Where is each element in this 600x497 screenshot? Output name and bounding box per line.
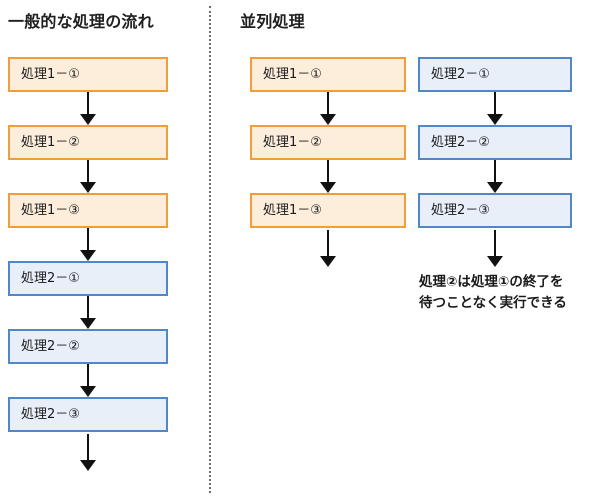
- process-node-label: 処理1－③: [263, 203, 322, 218]
- flow-arrow-terminal: [487, 230, 503, 267]
- right-panel-title: 並列処理: [240, 12, 305, 31]
- process-node-label: 処理1－②: [263, 135, 322, 150]
- flow-arrow-terminal: [320, 230, 336, 267]
- flow-arrow: [80, 296, 96, 329]
- process-node-label: 処理1－③: [21, 203, 80, 218]
- process-node-label: 処理1－②: [21, 135, 80, 150]
- process-node: 処理2－③: [418, 193, 572, 228]
- process-node: 処理1－①: [250, 57, 406, 92]
- process-node: 処理1－②: [250, 125, 406, 160]
- panel-divider: [209, 6, 211, 493]
- process-node-label: 処理2－①: [431, 67, 490, 82]
- process-node: 処理2－①: [418, 57, 572, 92]
- left-panel-title: 一般的な処理の流れ: [8, 12, 154, 31]
- process-node: 処理1－①: [8, 57, 168, 92]
- process-node: 処理2－②: [8, 329, 168, 364]
- flow-arrow: [320, 92, 336, 125]
- process-node-label: 処理1－①: [21, 67, 80, 82]
- parallel-note: 処理②は処理①の終了を 待つことなく実行できる: [419, 272, 594, 314]
- process-node: 処理1－②: [8, 125, 168, 160]
- flow-arrow: [80, 228, 96, 261]
- process-node-label: 処理2－③: [431, 203, 490, 218]
- process-node-label: 処理2－①: [21, 271, 80, 286]
- flow-arrow: [320, 160, 336, 193]
- flow-arrow: [80, 160, 96, 193]
- process-node: 処理2－②: [418, 125, 572, 160]
- process-node-label: 処理2－③: [21, 407, 80, 422]
- parallel-note-line-2: 待つことなく実行できる: [419, 294, 567, 311]
- flow-arrow: [487, 92, 503, 125]
- flow-arrow: [80, 364, 96, 397]
- flow-arrow: [80, 92, 96, 125]
- flow-arrow-terminal: [80, 434, 96, 471]
- parallel-note-line-1: 処理②は処理①の終了を: [419, 274, 564, 290]
- process-node: 処理2－③: [8, 397, 168, 432]
- process-node-label: 処理2－②: [21, 339, 80, 354]
- process-node-label: 処理2－②: [431, 135, 490, 150]
- process-node: 処理1－③: [8, 193, 168, 228]
- process-node: 処理2－①: [8, 261, 168, 296]
- flow-arrow: [487, 160, 503, 193]
- process-node-label: 処理1－①: [263, 67, 322, 82]
- process-node: 処理1－③: [250, 193, 406, 228]
